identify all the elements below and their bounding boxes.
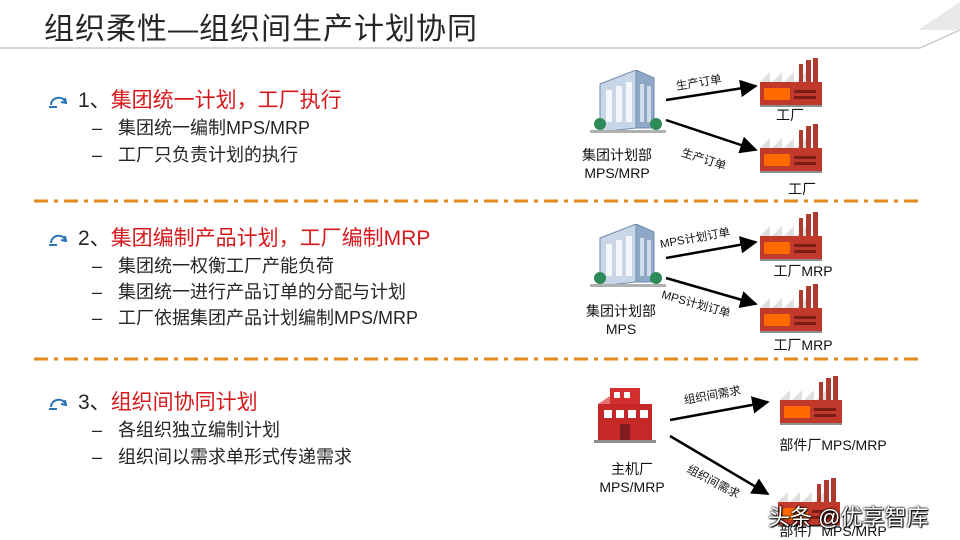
section-3-title: 组织间协同计划 — [110, 391, 258, 414]
section-2-item: –集团统一进行产品订单的分配与计划 — [92, 282, 406, 302]
section-1-item: –集团统一编制MPS/MRP — [92, 118, 311, 138]
section-2-title: 集团编制产品计划，工厂编制MRP — [110, 227, 431, 250]
factory-icon — [760, 58, 822, 107]
arrow-bottom — [665, 276, 758, 309]
factory-icon — [760, 124, 822, 173]
factory-icon — [760, 212, 822, 261]
diagram-2-source-plan: MPS — [605, 321, 637, 337]
section-2-heading: 2、集团编制产品计划，工厂编制MRP — [48, 222, 430, 252]
section-3-item: –各组织独立编制计划 — [92, 420, 280, 440]
diagram-3-source-plan: MPS/MRP — [599, 479, 665, 495]
section-2-number: 2、 — [78, 227, 111, 250]
page-title: 组织柔性—组织间生产计划协同 — [44, 13, 478, 46]
diagram-1-arrows — [665, 79, 758, 154]
diagram-3-target-bottom: 部件厂MPS/MRP — [779, 523, 887, 539]
curved-arrow-icon — [48, 399, 67, 411]
section-divider — [34, 199, 918, 203]
arrow-top — [669, 396, 770, 422]
diagram-2-source-name: 集团计划部 — [586, 303, 656, 319]
curved-arrow-icon — [48, 97, 67, 109]
arrow-bottom — [669, 434, 770, 496]
factory-icon — [780, 376, 842, 425]
diagram-3-source-name: 主机厂 — [611, 461, 653, 477]
section-3-number: 3、 — [78, 391, 111, 414]
section-3-heading: 3、组织间协同计划 — [48, 386, 258, 416]
diagram-1-target-bottom: 工厂 — [788, 181, 816, 197]
diagram-3-target-top: 部件厂MPS/MRP — [779, 437, 887, 453]
office-building-icon — [590, 224, 666, 288]
factory-icon — [760, 284, 822, 333]
section-1-number: 1、 — [78, 89, 111, 112]
diagram-2-target-top: 工厂MRP — [773, 263, 833, 279]
title-bar — [0, 0, 960, 52]
curved-arrow-icon — [48, 235, 67, 247]
watermark: 头条 @优享智库 — [768, 505, 929, 530]
diagram-1-source-name: 集团计划部 — [582, 147, 652, 163]
diagram-2-arrows — [665, 236, 758, 309]
diagram-1-source-plan: MPS/MRP — [584, 165, 650, 181]
arrow-top — [665, 236, 758, 260]
red-factory-building-icon — [594, 388, 656, 443]
diagram-3-arrows — [669, 396, 770, 496]
diagram-2-target-bottom: 工厂MRP — [773, 337, 833, 353]
arrow-bottom — [665, 118, 758, 154]
section-2-item: –集团统一权衡工厂产能负荷 — [92, 256, 334, 276]
office-building-icon — [590, 70, 666, 134]
section-1-title: 集团统一计划，工厂执行 — [110, 89, 342, 112]
section-1-item: –工厂只负责计划的执行 — [92, 145, 298, 165]
arrow-top — [665, 79, 758, 102]
section-1-heading: 1、集团统一计划，工厂执行 — [48, 84, 342, 114]
diagram-1-target-top: 工厂 — [776, 107, 804, 123]
section-2-item: –工厂依据集团产品计划编制MPS/MRP — [92, 308, 419, 328]
section-3-item: –组织间以需求单形式传递需求 — [92, 447, 352, 467]
section-divider — [34, 357, 918, 361]
